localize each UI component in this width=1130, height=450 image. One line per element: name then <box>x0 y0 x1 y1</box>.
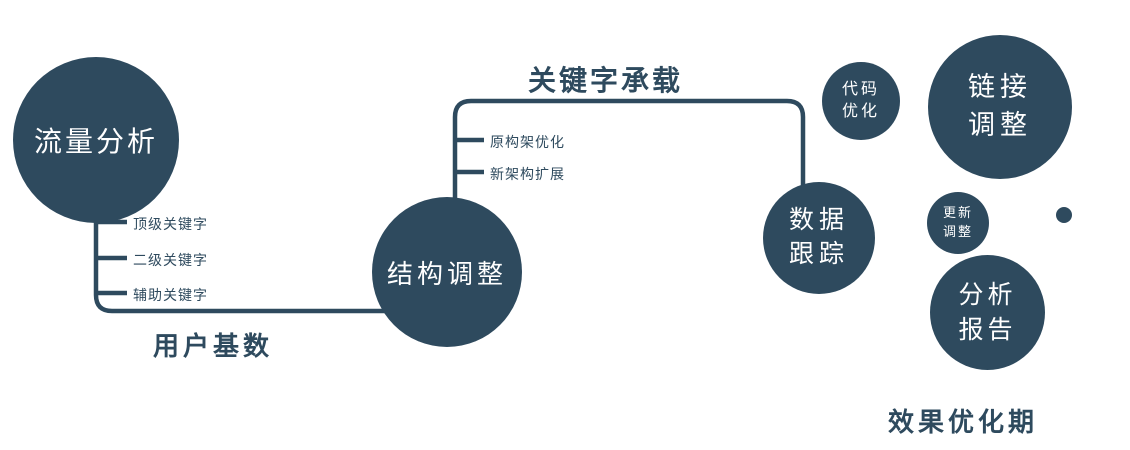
branch-label-aux-keyword: 辅助关键字 <box>133 287 208 303</box>
branch-label-second-keyword: 二级关键字 <box>133 252 208 268</box>
node-link-adjustment-label: 链接 调整 <box>968 72 1032 140</box>
node-analysis-report-label: 分析 报告 <box>958 280 1017 344</box>
branch-label-top-keyword: 顶级关键字 <box>133 216 208 232</box>
node-data-tracking: 数据 跟踪 <box>763 182 875 294</box>
edge-label-user-base: 用户基数 <box>153 331 274 361</box>
node-link-adjustment: 链接 调整 <box>928 35 1072 179</box>
node-traffic-analysis: 流量分析 <box>13 57 179 223</box>
edge-label-keyword-carry: 关键字承载 <box>528 65 684 96</box>
node-code-optimization-label: 代码 优化 <box>841 80 880 120</box>
node-structure-adjustment-label: 结构调整 <box>386 258 507 289</box>
node-code-optimization: 代码 优化 <box>822 62 900 140</box>
node-analysis-report: 分析 报告 <box>930 255 1045 370</box>
edge-label-effect-phase: 效果优化期 <box>888 407 1039 437</box>
branch-label-arch-expand: 新架构扩展 <box>490 166 565 182</box>
branch-label-arch-optimize: 原构架优化 <box>490 134 565 150</box>
flow-line-structure-to-data <box>452 98 806 272</box>
node-traffic-analysis-label: 流量分析 <box>33 126 158 157</box>
node-structure-adjustment: 结构调整 <box>372 197 522 347</box>
node-data-tracking-label: 数据 跟踪 <box>788 206 849 268</box>
node-update-adjustment-label: 更新 调整 <box>942 205 973 239</box>
decorative-dot <box>1056 207 1072 223</box>
node-update-adjustment: 更新 调整 <box>927 192 989 254</box>
